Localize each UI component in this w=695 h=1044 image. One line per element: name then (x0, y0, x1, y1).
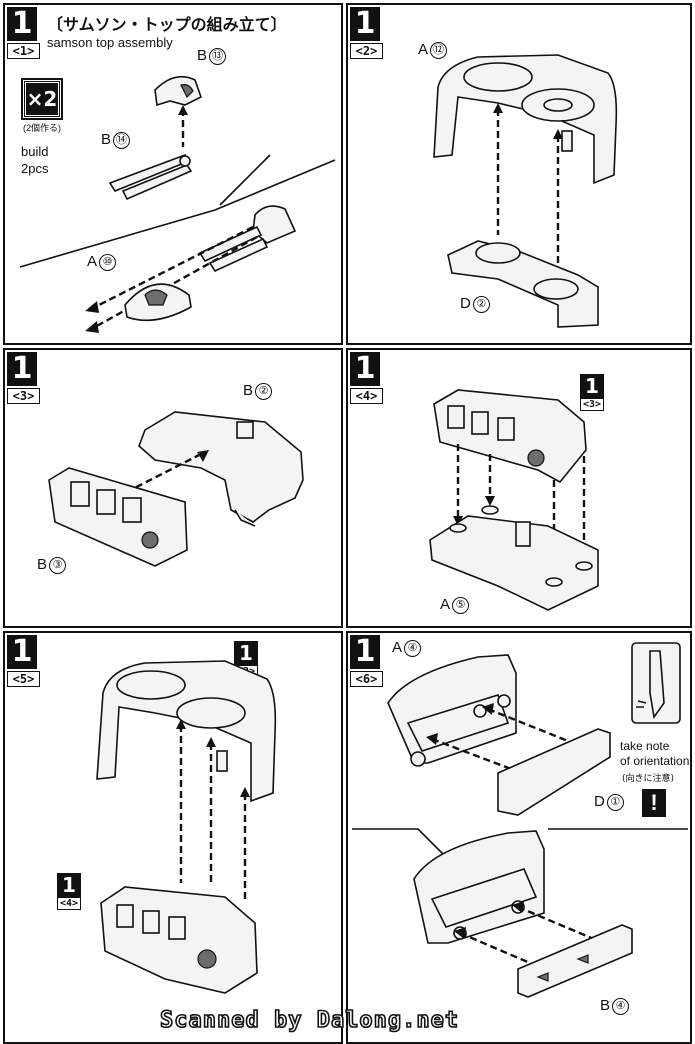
assembly-illustration (96, 660, 277, 994)
step-badge: 1 <2> (350, 7, 384, 59)
step-number: 1 (350, 635, 380, 669)
multiplier-note: (2個作る) (23, 123, 61, 133)
part-b14-drawing (108, 154, 193, 201)
step-reference-badge: 1 <3> (580, 374, 604, 411)
step-title-english: samson top assembly (47, 35, 173, 50)
substep-number: <5> (7, 671, 40, 687)
scan-watermark: Scanned by Dalong.net (159, 1007, 460, 1034)
step-badge: 1 <6> (350, 635, 384, 687)
step-title-japanese: 〔サムソン・トップの組み立て〕 (47, 15, 287, 34)
step-panel-1-6: 1 <6> (346, 631, 692, 1044)
part-a4-drawing (387, 654, 517, 767)
step-badge: 1 <5> (7, 635, 41, 687)
step-reference-badge-4: 1 <4> (57, 873, 81, 910)
part-b4-drawing (517, 924, 633, 998)
assembly-illustration (48, 411, 304, 567)
sub-assembly-4-drawing (100, 886, 258, 994)
part-b2-drawing (138, 411, 304, 527)
substep-number: <1> (7, 43, 40, 59)
step-badge: 1 <4> (350, 352, 384, 404)
part-a5-drawing (429, 505, 599, 611)
assembled-cannon-drawing (198, 205, 297, 273)
part-b13-drawing (154, 75, 202, 107)
step-panel-1-1: 1 <1> 〔サムソン・トップの組み立て〕 samson top assembl… (3, 3, 343, 345)
assembly-illustration (19, 75, 336, 333)
assembly-illustration (433, 54, 618, 328)
part-a10-drawing (124, 283, 192, 322)
step-number: 1 (7, 7, 37, 41)
step-number: 1 (7, 352, 37, 386)
substep-number: <6> (350, 671, 383, 687)
step-panel-1-4: 1 <4> 1 <3> (346, 348, 692, 628)
multiplier-badge: ×2 (2個作る) (21, 78, 73, 134)
step-badge: 1 <3> (7, 352, 41, 404)
callout-line (19, 159, 336, 268)
warning-icon: ! (642, 789, 666, 817)
substep-number: <4> (350, 388, 383, 404)
step-number: 1 (7, 635, 37, 669)
assembled-front-drawing (413, 830, 545, 944)
substep-number: <3> (7, 388, 40, 404)
assembly-illustration (429, 389, 599, 611)
part-b3-drawing (48, 467, 188, 567)
step-number: 1 (350, 7, 380, 41)
build-note: build 2pcs (21, 144, 49, 176)
sub-assembly-3-drawing (433, 389, 587, 484)
assembly-illustration (352, 642, 688, 998)
part-d2-drawing (447, 240, 599, 328)
multiplier-value: ×2 (21, 78, 63, 120)
part-d1-drawing (497, 728, 611, 816)
substep-number: <2> (350, 43, 383, 59)
orientation-note: take note of orientation (620, 739, 690, 768)
orientation-note-japanese: (向きに注意) (622, 774, 675, 784)
step-number: 1 (350, 352, 380, 386)
step-badge: 1 <1> (7, 7, 41, 59)
step-panel-1-5: 1 <5> 1 <2> 1 <4> (3, 631, 343, 1044)
part-a12-drawing (433, 54, 618, 185)
sub-assembly-2-drawing (96, 660, 277, 803)
orientation-inset (631, 642, 681, 724)
